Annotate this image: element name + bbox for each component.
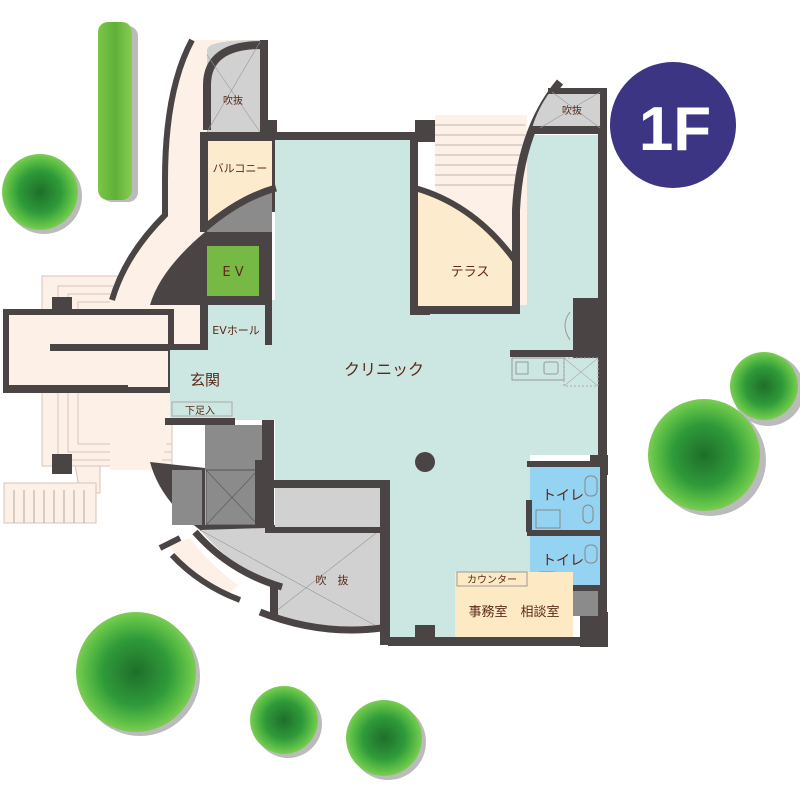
toilet-1-label: トイレ xyxy=(542,488,584,504)
terrace xyxy=(418,190,514,306)
tree-icon xyxy=(76,612,196,732)
counter xyxy=(456,571,528,587)
shoe-box xyxy=(171,401,233,417)
tree-icon xyxy=(648,399,760,511)
void-top-right-label: 吹抜 xyxy=(562,104,582,117)
tree-icon xyxy=(250,686,318,754)
balcony-label: バルコニー xyxy=(213,162,268,175)
shoe-box-label: 下足入 xyxy=(185,405,215,417)
ev-hall xyxy=(207,305,265,347)
terrace-label: テラス xyxy=(451,265,490,280)
ev-hall-label: EVホール xyxy=(212,324,259,337)
floor-badge: 1F xyxy=(610,62,736,188)
void-top-right xyxy=(532,92,600,128)
toilet-2-label: トイレ xyxy=(542,553,584,569)
tree-icon xyxy=(730,352,798,420)
floor-badge-label: 1F xyxy=(639,95,711,164)
vegetation xyxy=(2,22,800,780)
elevator-label: E V xyxy=(222,265,243,280)
hedge-icon xyxy=(98,22,132,200)
clinic-label: クリニック xyxy=(344,360,424,379)
tree-icon xyxy=(346,700,422,776)
entrance-label: 玄関 xyxy=(190,371,220,389)
tree-icon xyxy=(2,154,78,230)
void-top-left-label: 吹抜 xyxy=(223,94,243,107)
toilet-1 xyxy=(530,466,600,531)
elevator xyxy=(207,246,259,296)
office-label: 事務室 相談室 xyxy=(468,604,559,620)
void-bottom-label: 吹 抜 xyxy=(316,573,349,587)
counter-label: カウンター xyxy=(467,574,517,586)
column xyxy=(415,452,435,472)
clinic-room xyxy=(170,135,600,640)
